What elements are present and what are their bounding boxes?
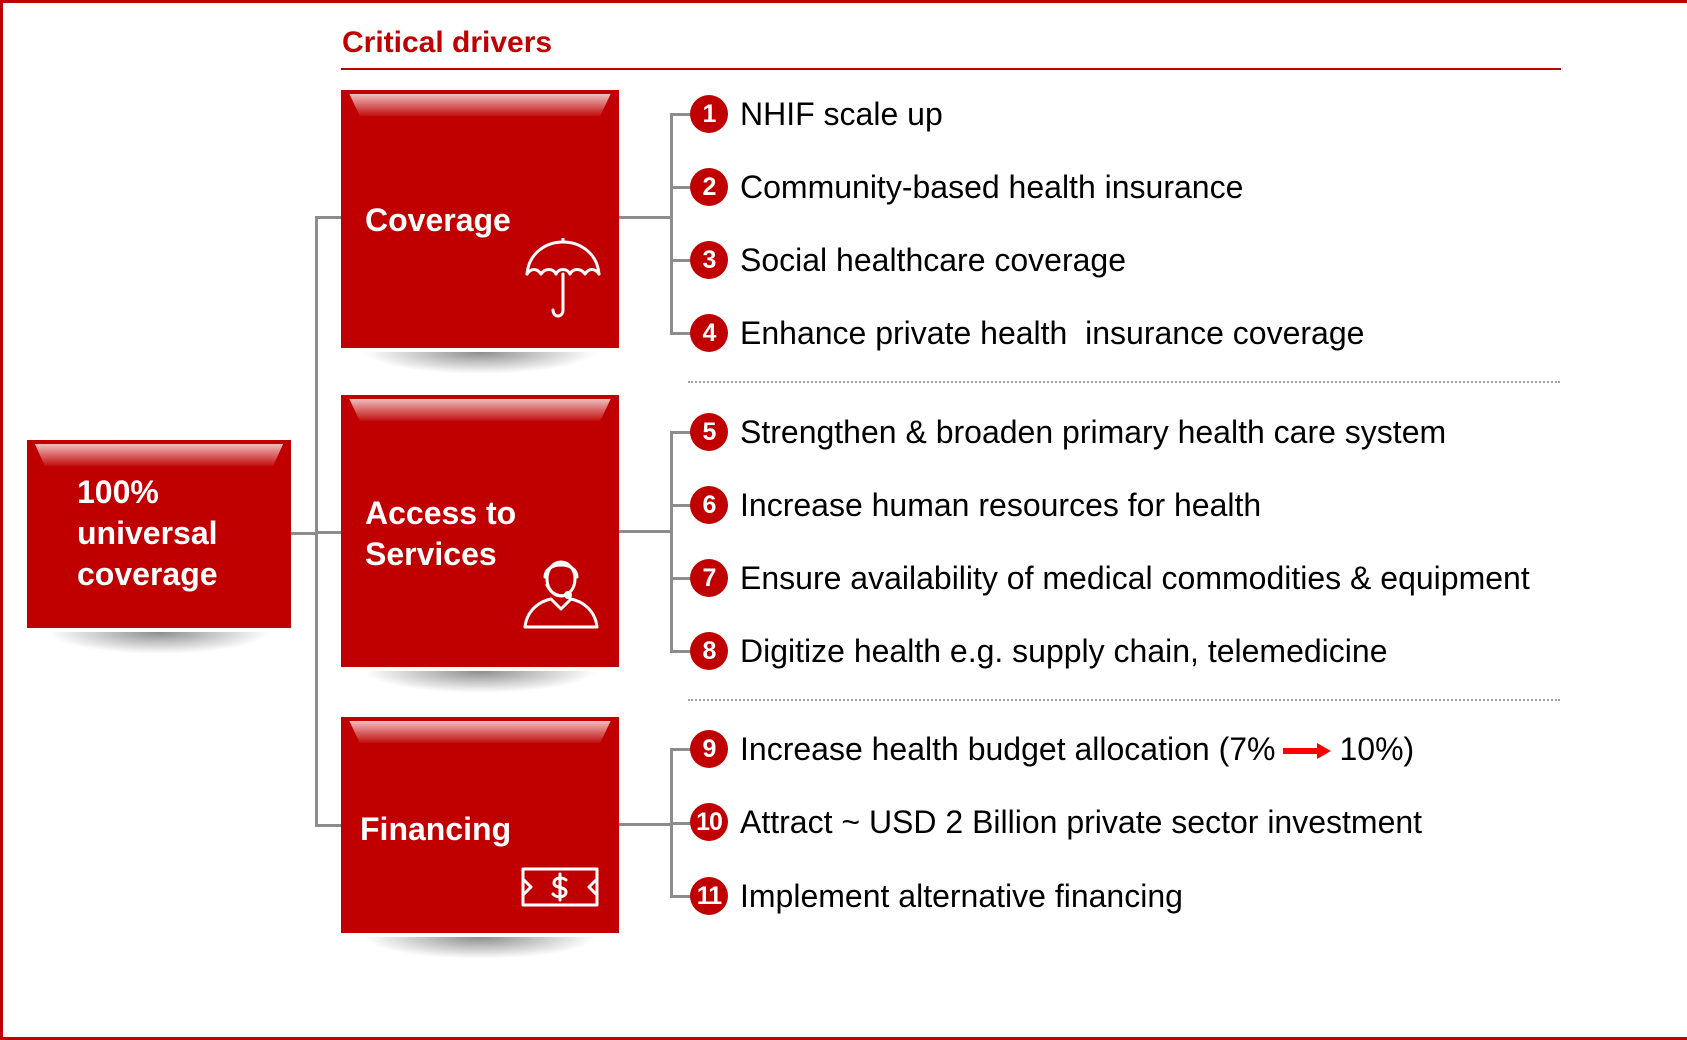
connector-driver-10: [670, 822, 692, 825]
driver-number-badge: 3: [690, 241, 728, 279]
pillar-label-line: Financing: [360, 811, 512, 847]
driver-item: 10 Attract ~ USD 2 Billion private secto…: [690, 802, 1422, 842]
pillar-label-access: Access to Services: [365, 493, 516, 575]
driver-item: 5 Strengthen & broaden primary health ca…: [690, 412, 1446, 452]
root-label-line: coverage: [77, 556, 218, 592]
connector-access-stem: [619, 530, 673, 533]
pillar-box-shadow: [363, 352, 597, 374]
umbrella-icon: [525, 238, 601, 318]
connector-driver-5: [670, 431, 692, 434]
driver-item: 11 Implement alternative financing: [690, 876, 1183, 916]
pillar-box-financing: Financing: [341, 717, 619, 959]
driver-text: Enhance private health insurance coverag…: [740, 314, 1365, 351]
driver-number-badge: 11: [690, 877, 728, 915]
pillar-box-shadow: [363, 937, 597, 959]
pillar-label-financing: Financing: [360, 809, 511, 850]
pillar-box-coverage: Coverage: [341, 90, 619, 374]
root-box: 100% universal coverage: [27, 440, 291, 654]
driver-text: Community-based health insurance: [740, 168, 1244, 205]
driver-number-badge: 4: [690, 314, 728, 352]
driver-number-badge: 1: [690, 95, 728, 133]
connector-driver-9: [670, 748, 692, 751]
connector-to-financing: [315, 824, 343, 827]
root-box-gloss: [34, 444, 284, 466]
driver-text: Digitize health e.g. supply chain, telem…: [740, 632, 1388, 669]
driver-text: Attract ~ USD 2 Billion private sector i…: [740, 803, 1423, 840]
pillar-box-gloss: [349, 721, 611, 743]
connector-to-coverage: [315, 216, 343, 219]
driver-text-after: 10%): [1339, 730, 1415, 767]
connector-access-bracket: [670, 431, 673, 653]
connector-driver-4: [670, 332, 692, 335]
driver-text: Social healthcare coverage: [740, 241, 1127, 278]
driver-item: 7 Ensure availability of medical commodi…: [690, 558, 1530, 598]
pillar-box-gloss: [349, 399, 611, 421]
driver-item: 8 Digitize health e.g. supply chain, tel…: [690, 631, 1387, 671]
connector-coverage-bracket: [670, 113, 673, 335]
driver-number-badge: 5: [690, 413, 728, 451]
connector-driver-3: [670, 259, 692, 262]
driver-number-badge: 9: [690, 730, 728, 768]
driver-text: Implement alternative financing: [740, 877, 1183, 914]
customer-service-icon: [523, 560, 599, 629]
pillar-label-coverage: Coverage: [365, 200, 511, 241]
driver-text: Increase human resources for health: [740, 486, 1262, 523]
driver-number-badge: 7: [690, 559, 728, 597]
driver-item: 3 Social healthcare coverage: [690, 240, 1126, 280]
driver-text: NHIF scale up: [740, 95, 943, 132]
driver-item: 9 Increase health budget allocation (7% 1…: [690, 729, 1414, 769]
banknote-dollar-icon: [521, 867, 599, 907]
driver-text-before: Increase health budget allocation (7%: [740, 730, 1276, 767]
connector-financing-stem: [619, 823, 673, 826]
driver-number-badge: 6: [690, 486, 728, 524]
pillar-box-gloss: [349, 94, 611, 116]
driver-text: Increase health budget allocation (7% 10%…: [740, 731, 1414, 768]
group-divider: [688, 381, 1560, 383]
root-label-line: 100%: [77, 474, 159, 510]
driver-text: Strengthen & broaden primary health care…: [740, 413, 1447, 450]
root-label-line: universal: [77, 515, 218, 551]
connector-driver-8: [670, 650, 692, 653]
connector-driver-2: [670, 186, 692, 189]
pillar-label-line: Access to: [365, 495, 517, 531]
section-title: Critical drivers: [342, 26, 553, 59]
connector-driver-7: [670, 577, 692, 580]
group-divider: [688, 699, 1560, 701]
driver-item: 4 Enhance private health insurance cover…: [690, 313, 1364, 353]
root-box-shadow: [48, 632, 270, 654]
connector-driver-11: [670, 895, 692, 898]
pillar-label-line: Coverage: [365, 202, 511, 238]
driver-number-badge: 8: [690, 632, 728, 670]
pillar-box-shadow: [363, 671, 597, 693]
arrow-right-icon: [1283, 743, 1332, 760]
driver-item: 6 Increase human resources for health: [690, 485, 1261, 525]
driver-item: 1 NHIF scale up: [690, 94, 943, 134]
pillar-label-line: Services: [365, 536, 497, 572]
driver-number-badge: 10: [690, 803, 728, 841]
connector-driver-6: [670, 504, 692, 507]
driver-text: Ensure availability of medical commoditi…: [740, 559, 1530, 596]
driver-item: 2 Community-based health insurance: [690, 167, 1243, 207]
driver-number-badge: 2: [690, 168, 728, 206]
connector-driver-1: [670, 113, 692, 116]
connector-coverage-stem: [619, 216, 673, 219]
title-underline: [341, 68, 1561, 70]
connector-trunk: [315, 216, 318, 827]
root-label: 100% universal coverage: [77, 472, 218, 595]
pillar-box-access: Access to Services: [341, 395, 619, 693]
connector-to-access: [315, 531, 343, 534]
connector-root-stem: [291, 532, 317, 535]
